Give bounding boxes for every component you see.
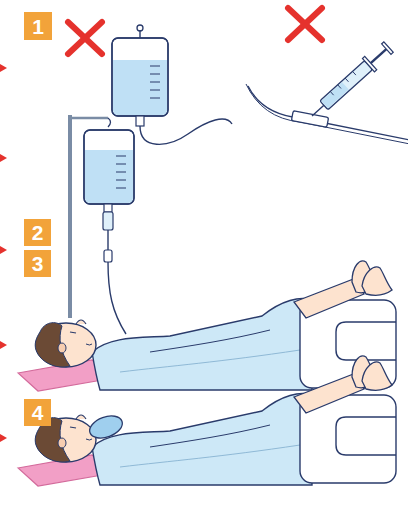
callout-number: 1 <box>32 16 44 37</box>
callout-number: 3 <box>32 253 44 274</box>
iv-stand <box>70 115 134 334</box>
step-number-badge: 3 <box>24 250 51 277</box>
prohibited-mark <box>68 22 102 54</box>
iv-bag <box>112 25 232 144</box>
pointer-arrows <box>0 64 7 442</box>
patient-figure <box>18 261 396 391</box>
callout-number: 2 <box>32 222 44 243</box>
step-number-badge: 4 <box>24 399 51 426</box>
step-number-badge: 1 <box>24 12 52 40</box>
prohibited-mark <box>288 8 322 40</box>
callout-number: 4 <box>32 402 44 423</box>
patient-figure <box>18 356 396 486</box>
ice-pack <box>87 412 126 442</box>
step-number-badge: 2 <box>24 219 51 246</box>
syringe <box>246 40 408 144</box>
